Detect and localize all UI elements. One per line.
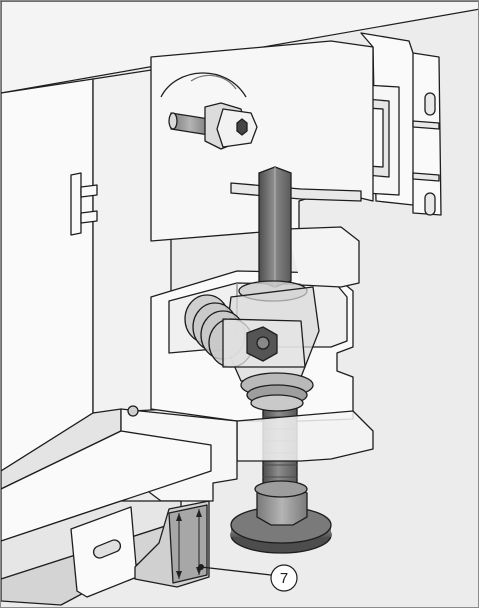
callout-anchor-dot [198, 564, 204, 570]
callout-7: 7 [198, 564, 298, 592]
hex-head-bolt [168, 102, 258, 150]
slotted-bracket [70, 506, 138, 598]
callout-circle [270, 564, 298, 592]
levelling-foot [230, 480, 332, 554]
appliance-housing [150, 40, 374, 242]
spacer-block [134, 500, 210, 588]
ceiling-plane [1, 1, 478, 94]
callout-leader-line [200, 566, 272, 576]
lock-nut-stack [240, 372, 314, 412]
callout-label: 7 [280, 570, 288, 587]
clamp-adjuster [184, 280, 320, 382]
